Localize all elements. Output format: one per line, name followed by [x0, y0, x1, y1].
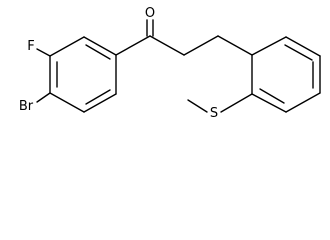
chemical-structure-diagram: O F Br S — [19, 6, 321, 121]
bond — [285, 36, 321, 57]
bond — [83, 93, 117, 113]
atom-label-fluorine: F — [27, 39, 34, 54]
double-bond-inner — [284, 44, 313, 61]
bond — [251, 93, 287, 113]
bond — [149, 35, 185, 56]
bond — [49, 36, 85, 57]
bond — [285, 92, 321, 113]
double-bond-inner — [259, 88, 285, 104]
bond — [251, 36, 287, 56]
atom-label-layer: O F Br S — [19, 6, 218, 121]
atom-label-sulfur: S — [210, 106, 218, 121]
bond — [49, 92, 85, 113]
atom-label-bromine: Br — [19, 99, 34, 114]
bond — [83, 36, 117, 56]
double-bond-inner — [85, 89, 111, 105]
bond-layer — [36, 19, 321, 113]
bond-to-sulfur — [220, 93, 253, 113]
bond — [183, 35, 219, 56]
bond-to-fluorine — [36, 48, 51, 57]
bond — [217, 35, 253, 56]
bond-to-bromine — [36, 92, 51, 103]
atom-label-oxygen: O — [145, 6, 155, 21]
bond-sulfur-methyl — [187, 99, 208, 113]
double-bond-inner — [85, 44, 111, 60]
bond — [115, 35, 151, 56]
